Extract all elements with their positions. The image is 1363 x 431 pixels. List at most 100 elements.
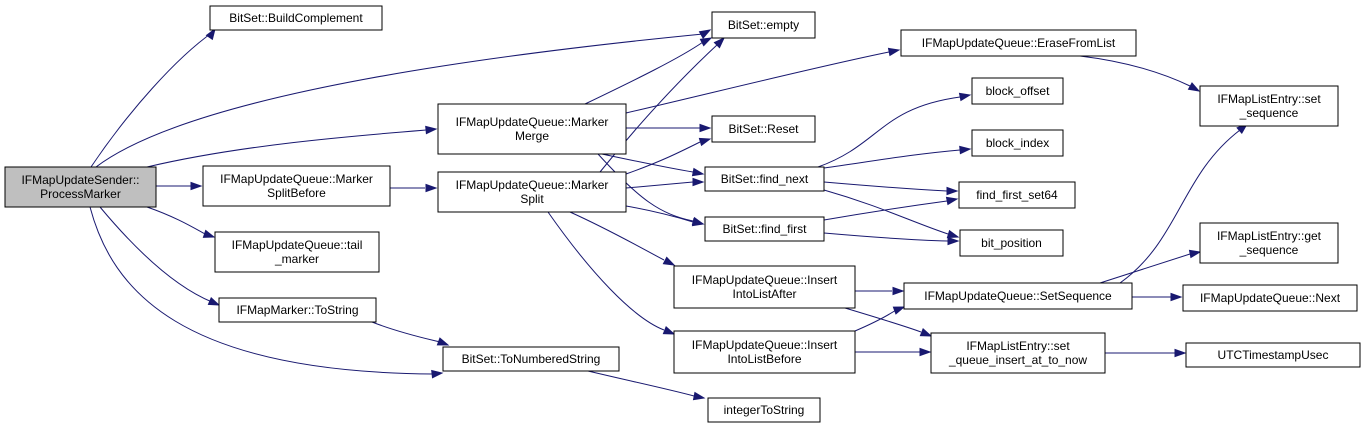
- node-box: [903, 282, 1133, 310]
- node-erase-from-list[interactable]: IFMapUpdateQueue::EraseFromList: [900, 29, 1137, 57]
- edge-marker_split_before-to-marker_split: [390, 183, 438, 193]
- node-label-line: IFMapUpdateQueue::Insert: [692, 338, 838, 352]
- arrowhead: [190, 181, 203, 191]
- node-build-complement[interactable]: BitSet::BuildComplement: [209, 5, 383, 31]
- edge-line: [823, 232, 949, 242]
- edge-line: [823, 200, 948, 221]
- arrowhead: [662, 326, 676, 335]
- node-marker-to-string[interactable]: IFMapMarker::ToString: [218, 297, 377, 323]
- node-set-queue-insert[interactable]: IFMapListEntry::set_queue_insert_at_to_n…: [930, 332, 1106, 374]
- node-block-index[interactable]: block_index: [971, 129, 1064, 157]
- edge-line: [625, 141, 701, 175]
- edge-set_queue_insert-to-utc_timestamp: [1105, 348, 1187, 358]
- call-nodes: IFMapUpdateSender::ProcessMarkerBitSet::…: [4, 5, 1361, 423]
- node-entry-set-sequence[interactable]: IFMapListEntry::set_sequence: [1199, 85, 1339, 127]
- edge-marker_merge-to-erase_from_list: [625, 47, 901, 114]
- node-box: [704, 166, 825, 192]
- edge-line: [817, 96, 961, 168]
- node-to-numbered-string[interactable]: BitSet::ToNumberedString: [442, 346, 620, 372]
- node-entry-get-sequence[interactable]: IFMapListEntry::get_sequence: [1199, 222, 1339, 264]
- node-box: [437, 103, 627, 155]
- edge-marker_split-to-reset: [625, 137, 712, 175]
- arrowhead: [946, 186, 959, 196]
- node-label-line: BitSet::Reset: [728, 122, 799, 136]
- node-bit-position[interactable]: bit_position: [959, 229, 1064, 257]
- node-box: [1182, 284, 1358, 312]
- node-label-line: _sequence: [1239, 106, 1299, 120]
- arrowhead: [692, 391, 706, 401]
- node-label-line: IFMapListEntry::set: [966, 339, 1070, 353]
- edge-line: [597, 153, 694, 222]
- node-label-line: block_index: [986, 136, 1049, 150]
- node-box: [4, 166, 157, 208]
- node-box: [437, 171, 627, 213]
- edge-erase_from_list-to-entry_set_sequence: [1079, 55, 1201, 92]
- node-reset[interactable]: BitSet::Reset: [711, 115, 816, 143]
- arrowhead: [959, 145, 972, 155]
- arrowhead: [945, 196, 959, 206]
- node-label-line: BitSet::find_next: [721, 172, 809, 186]
- edge-set_sequence-to-entry_get_sequence: [1099, 249, 1202, 284]
- edge-line: [854, 309, 897, 332]
- node-box: [971, 129, 1064, 157]
- edge-process_marker-to-marker_merge: [146, 125, 438, 168]
- node-label-line: _sequence: [1239, 243, 1299, 257]
- node-find-first-set64[interactable]: find_first_set64: [958, 181, 1076, 209]
- node-find-first[interactable]: BitSet::find_first: [704, 216, 825, 242]
- node-find-next[interactable]: BitSet::find_next: [704, 166, 825, 192]
- arrowhead: [947, 236, 960, 246]
- arrowhead: [205, 27, 216, 41]
- edge-process_marker-to-marker_to_string: [99, 206, 221, 306]
- node-empty[interactable]: BitSet::empty: [711, 11, 816, 39]
- node-box: [1185, 342, 1361, 368]
- edge-line: [625, 181, 694, 189]
- edge-marker_split-to-find_first: [625, 205, 705, 227]
- edge-line: [146, 129, 427, 168]
- node-box: [202, 165, 391, 207]
- node-box: [930, 332, 1106, 374]
- node-box: [958, 181, 1076, 209]
- node-utc-timestamp[interactable]: UTCTimestampUsec: [1185, 342, 1361, 368]
- node-box: [673, 330, 856, 374]
- edge-line: [823, 149, 961, 169]
- node-integer-to-string[interactable]: integerToString: [707, 397, 821, 423]
- node-box: [442, 346, 620, 372]
- arrowhead: [699, 37, 713, 47]
- node-block-offset[interactable]: block_offset: [971, 77, 1064, 105]
- node-label-line: ProcessMarker: [40, 187, 121, 201]
- arrowhead: [1170, 292, 1183, 302]
- node-queue-next[interactable]: IFMapUpdateQueue::Next: [1182, 284, 1358, 312]
- edge-find_first-to-find_first_set64: [823, 196, 959, 221]
- node-label-line: BitSet::empty: [728, 18, 799, 32]
- node-box: [711, 11, 816, 39]
- edge-line: [584, 41, 704, 105]
- node-label-line: find_first_set64: [976, 188, 1058, 202]
- edge-marker_split-to-insert_after: [569, 211, 676, 266]
- arrowhead: [892, 286, 905, 296]
- node-set-sequence[interactable]: IFMapUpdateQueue::SetSequence: [903, 282, 1133, 310]
- edge-line: [89, 206, 434, 375]
- arrowhead: [425, 125, 438, 135]
- edge-process_marker-to-to_numbered_string: [89, 206, 444, 379]
- arrowhead: [698, 29, 712, 39]
- edge-insert_before-to-set_queue_insert: [855, 347, 932, 357]
- edge-line: [90, 31, 214, 168]
- node-box: [971, 77, 1064, 105]
- arrowhead: [919, 328, 933, 337]
- edge-marker_to_string-to-to_numbered_string: [371, 321, 450, 346]
- edge-insert_after-to-set_queue_insert: [844, 307, 933, 337]
- edge-marker_merge-to-empty: [584, 37, 713, 105]
- edge-process_marker-to-build_complement: [90, 27, 216, 168]
- arrowhead: [1174, 348, 1187, 358]
- arrowhead: [892, 306, 906, 315]
- node-box: [673, 265, 856, 309]
- node-label-line: IFMapUpdateQueue::tail: [232, 238, 363, 252]
- arrowhead: [1188, 249, 1202, 259]
- edge-process_marker-to-marker_split_before: [156, 181, 203, 191]
- node-tail-marker[interactable]: IFMapUpdateQueue::tail_marker: [214, 231, 380, 273]
